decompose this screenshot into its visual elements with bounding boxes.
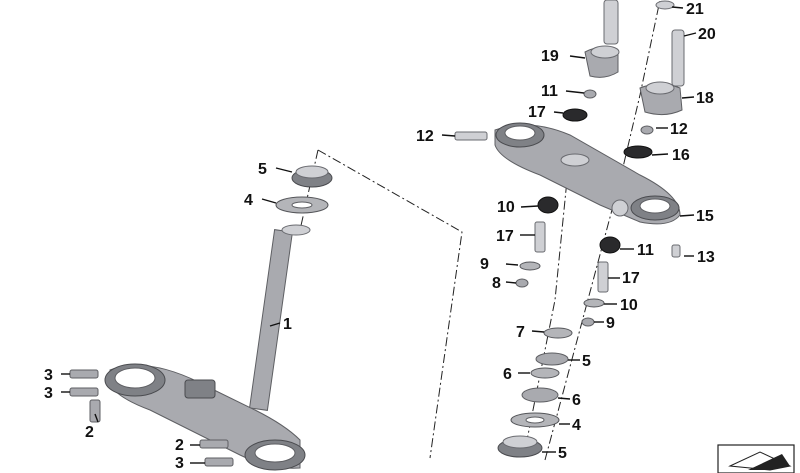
callout-5-left: 5 — [258, 161, 267, 178]
callout-13-a: 12 — [416, 128, 434, 145]
callout-8: 7 — [516, 324, 525, 341]
callout-2-b: 2 — [175, 437, 184, 454]
bearing-upper-left — [275, 165, 333, 214]
callout-2-a: 2 — [85, 424, 94, 441]
callout-10-b: 10 — [620, 297, 638, 314]
callout-11-a: 10 — [497, 199, 515, 216]
callout-3-b: 3 — [44, 385, 53, 402]
callout-numbers: 5 4 1 3 3 2 2 3 21 20 19 18 11 12 17 16 … — [44, 1, 716, 472]
damper-stack-right — [581, 236, 621, 327]
direction-arrow-icon — [717, 444, 795, 473]
callout-6-a: 5 — [582, 353, 591, 370]
callout-12-b: 12 — [670, 121, 688, 138]
callout-17-a: 17 — [496, 228, 514, 245]
callout-3-a: 3 — [44, 367, 53, 384]
callout-15: 16 — [672, 147, 690, 164]
callout-3-c: 3 — [175, 455, 184, 472]
callout-17-b: 17 — [622, 270, 640, 287]
callout-6-b: 6 — [572, 392, 581, 409]
callout-20: 20 — [698, 26, 716, 43]
callout-12-a: 11 — [541, 83, 558, 100]
callout-10-a: 9 — [480, 256, 489, 273]
callout-11-b: 11 — [637, 242, 654, 259]
callout-9-b: 9 — [606, 315, 615, 332]
callout-19: 19 — [541, 48, 559, 65]
leader-lines — [61, 6, 697, 464]
callout-16: 17 — [528, 104, 546, 121]
callout-5-right: 5 — [558, 445, 567, 462]
callout-9-a: 8 — [492, 275, 501, 292]
lower-fork-bridge — [69, 224, 311, 471]
upper-fork-bridge — [454, 122, 681, 258]
callout-14: 15 — [696, 208, 714, 225]
callout-21: 21 — [686, 1, 704, 18]
callout-13-b: 13 — [697, 249, 715, 266]
callout-4-left: 4 — [244, 192, 253, 209]
damper-stack-left — [515, 196, 559, 288]
callout-7: 6 — [503, 366, 512, 383]
callout-18: 18 — [696, 90, 714, 107]
callout-4-right: 4 — [572, 417, 581, 434]
callout-1: 1 — [283, 316, 292, 333]
bearing-stack — [497, 327, 573, 458]
handlebar-risers — [562, 0, 685, 159]
